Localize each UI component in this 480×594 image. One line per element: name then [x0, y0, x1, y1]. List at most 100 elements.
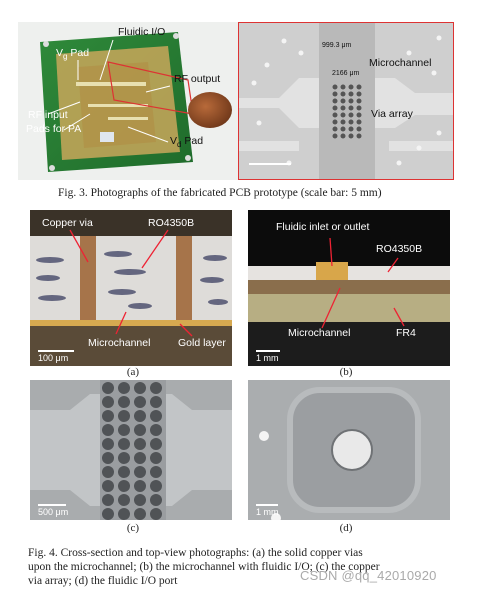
via-dot [348, 84, 354, 90]
via-circle [134, 480, 146, 492]
via-circle [150, 480, 162, 492]
via-dot [340, 98, 346, 104]
label-vd-pad: Vd Pad [170, 136, 203, 149]
via-circle [102, 508, 114, 520]
via-dot [332, 98, 338, 104]
label-microchannel-b: Microchannel [288, 327, 351, 339]
label-vd-letter: V [170, 135, 178, 147]
label-rf-output: RF output [174, 73, 221, 85]
via-dot [356, 105, 362, 111]
fig4c-tag: (c) [126, 522, 140, 534]
label-fr4: FR4 [396, 327, 416, 339]
label-rf-input: RF input [28, 109, 68, 121]
label-copper-via: Copper via [42, 217, 93, 229]
via-dot [348, 119, 354, 125]
via-circle [102, 452, 114, 464]
fig4b-photo: Fluidic inlet or outlet RO4350B Microcha… [248, 210, 450, 366]
via-circle [150, 382, 162, 394]
via-dot [340, 84, 346, 90]
via-circle [134, 410, 146, 422]
via-dot [332, 126, 338, 132]
via-circle [102, 424, 114, 436]
label-dim-2166: 2166 μm [332, 70, 360, 77]
via-dot [356, 84, 362, 90]
label-scale-a: 100 μm [38, 353, 69, 363]
via-circle [134, 396, 146, 408]
fig4d-photo: 1 mm [248, 380, 450, 520]
via-circle [134, 382, 146, 394]
via-circle [150, 438, 162, 450]
via-dot [356, 98, 362, 104]
via-dot [332, 91, 338, 97]
via-dot [356, 133, 362, 139]
fig4d-drawing [248, 380, 450, 520]
via-circle [150, 466, 162, 478]
pcb-board-drawing [40, 32, 232, 172]
label-vd-sub: d [177, 140, 182, 150]
fig4a-tag: (a) [126, 366, 140, 378]
label-ro4350b-a: RO4350B [148, 217, 195, 229]
via-array-dots [332, 84, 362, 139]
watermark: CSDN @qq_42010920 [300, 568, 437, 583]
fig4-caption-line2: upon the microchannel; (b) the microchan… [28, 561, 380, 573]
via-dot [332, 84, 338, 90]
label-pads-for-pa: Pads for PA [26, 123, 82, 135]
via-dot [340, 126, 346, 132]
via-circle [134, 438, 146, 450]
via-circle [118, 480, 130, 492]
via-dot [356, 119, 362, 125]
via-circle [150, 508, 162, 520]
via-dot [348, 112, 354, 118]
via-dot [348, 133, 354, 139]
via-dot [356, 126, 362, 132]
via-circle [118, 438, 130, 450]
label-ro4350b-b: RO4350B [376, 243, 423, 255]
via-circle [102, 438, 114, 450]
fig4c-photo: 500 μm [30, 380, 232, 520]
via-dot [332, 105, 338, 111]
label-fluidic-io: Fluidic I/O [118, 26, 166, 38]
label-vg-sub: g [63, 52, 68, 62]
label-microchannel: Microchannel [369, 57, 432, 69]
label-via-array: Via array [371, 108, 413, 120]
via-dot [332, 133, 338, 139]
fig4-caption-line1: Fig. 4. Cross-section and top-view photo… [28, 547, 363, 559]
fig4-caption-line3: via array; (d) the fluidic I/O port [28, 575, 178, 587]
via-circle [118, 396, 130, 408]
label-dim-999: 999.3 μm [322, 42, 352, 49]
via-dot [356, 91, 362, 97]
via-circle [118, 382, 130, 394]
via-circle [134, 452, 146, 464]
via-dot [356, 112, 362, 118]
via-dot [340, 119, 346, 125]
via-circle [150, 410, 162, 422]
label-scale-b: 1 mm [256, 353, 279, 363]
label-microchannel-a: Microchannel [88, 337, 151, 349]
zoom-microchannel-drawing [239, 23, 453, 179]
via-circle [118, 466, 130, 478]
via-circle [134, 508, 146, 520]
via-circle [150, 452, 162, 464]
via-circle [118, 424, 130, 436]
via-dot [348, 126, 354, 132]
via-dot [348, 98, 354, 104]
fig4b-drawing [248, 237, 450, 366]
via-dot [332, 119, 338, 125]
via-dot [340, 133, 346, 139]
via-dot [332, 112, 338, 118]
via-circle [102, 396, 114, 408]
via-circle [134, 424, 146, 436]
via-dot [348, 105, 354, 111]
fig3-caption: Fig. 3. Photographs of the fabricated PC… [58, 187, 382, 199]
fig4b-tag: (b) [339, 366, 353, 378]
via-circle [102, 480, 114, 492]
via-circle [102, 494, 114, 506]
via-circle [118, 452, 130, 464]
label-vg-pad: Vg Pad [56, 48, 89, 61]
label-vg-letter: V [56, 47, 64, 59]
label-fluidic-inlet: Fluidic inlet or outlet [276, 221, 370, 233]
label-gold-layer: Gold layer [178, 337, 226, 349]
via-circle [102, 410, 114, 422]
via-circle [118, 508, 130, 520]
label-vd-pad-text: Pad [181, 135, 204, 147]
